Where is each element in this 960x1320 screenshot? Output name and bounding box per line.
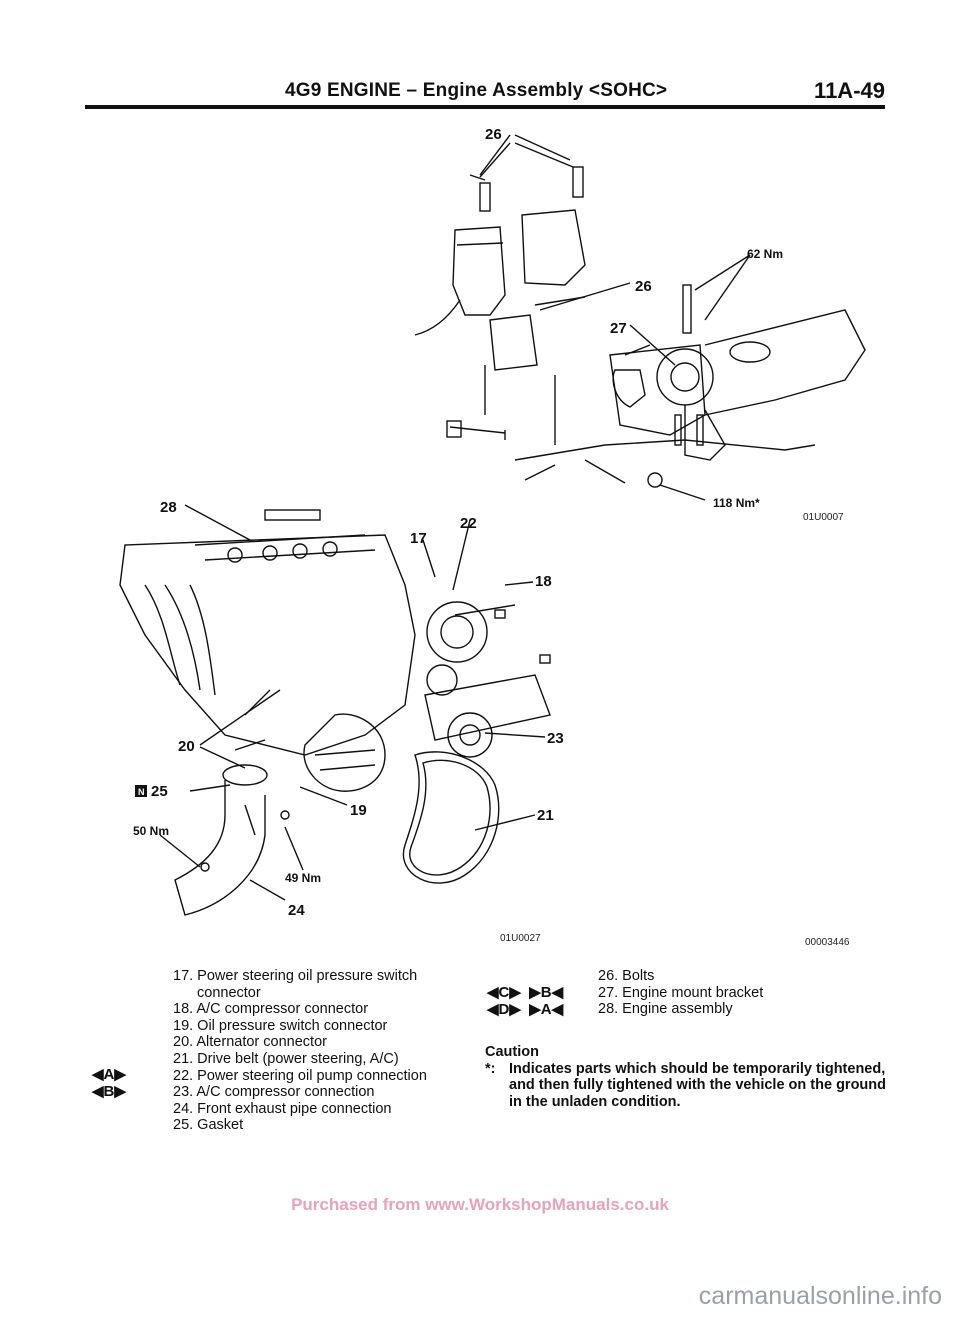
service-mark-d: ◀D▶ — [487, 1000, 521, 1018]
page-header: 4G9 ENGINE – Engine Assembly <SOHC> 11A-… — [85, 78, 885, 110]
service-marks-right: ◀C▶ ▶B◀ ◀D▶ ▶A◀ — [487, 984, 564, 1018]
new-part-mark-icon — [135, 785, 147, 797]
legend-item: 25. Gasket — [173, 1117, 244, 1134]
torque-62: 62 Nm — [747, 247, 783, 261]
legend-item: 27. Engine mount bracket — [598, 984, 764, 1001]
callout-24: 24 — [288, 902, 305, 919]
caution-star: *: — [485, 1060, 496, 1077]
callout-18: 18 — [535, 573, 552, 590]
leader-lines — [159, 142, 751, 901]
service-mark-c: ◀C▶ — [487, 984, 521, 1001]
callout-28: 28 — [160, 499, 177, 516]
service-mark-b: ◀B▶ — [92, 1082, 126, 1100]
service-mark-b-rev: ▶B◀ — [529, 984, 564, 1001]
new-part-mark-letter: N — [138, 787, 145, 797]
service-mark-a: ◀A▶ — [92, 1066, 126, 1083]
legend-left: 17. Power steering oil pressure switch c… — [173, 968, 427, 1134]
caution-text: Indicates parts which should be temporar… — [509, 1060, 886, 1110]
legend-item: 24. Front exhaust pipe connection — [173, 1100, 392, 1117]
callout-19: 19 — [350, 802, 367, 819]
legend-item: 28. Engine assembly — [598, 1001, 733, 1018]
callout-21: 21 — [537, 807, 554, 824]
figure-code-upper: 01U0007 — [803, 512, 844, 523]
caution-note: Caution *: Indicates parts which should … — [485, 1044, 895, 1110]
callout-25: 25 — [151, 783, 168, 800]
legend-item: connector — [197, 984, 261, 1001]
legend-item: 26. Bolts — [598, 968, 655, 984]
service-marks-left: ◀A▶ ◀B▶ — [92, 1066, 126, 1100]
legend-right: 26. Bolts 27. Engine mount bracket 28. E… — [598, 968, 763, 1018]
torque-49: 49 Nm — [285, 871, 321, 885]
torque-50: 50 Nm — [133, 824, 169, 838]
legend-item: 18. A/C compressor connector — [173, 1001, 369, 1018]
header-rule — [85, 105, 885, 109]
figure-code-page: 00003446 — [805, 937, 850, 948]
service-mark-a-rev: ▶A◀ — [529, 1000, 564, 1018]
engine-block-drawing — [119, 509, 551, 916]
callout-20: 20 — [178, 738, 195, 755]
legend-item: 20. Alternator connector — [173, 1034, 327, 1051]
legend-item: 22. Power steering oil pump connection — [173, 1067, 427, 1084]
callout-26-mid: 26 — [635, 278, 652, 295]
page-number: 11A-49 — [814, 78, 885, 103]
callout-23: 23 — [547, 730, 564, 747]
legend-item: 23. A/C compressor connection — [173, 1084, 375, 1101]
callout-17: 17 — [410, 530, 427, 547]
mount-assembly-drawing — [414, 134, 866, 488]
legend-item: 19. Oil pressure switch connector — [173, 1017, 388, 1034]
callout-27: 27 — [610, 320, 627, 337]
torque-118: 118 Nm* — [713, 496, 760, 510]
legend-item: 17. Power steering oil pressure switch — [173, 968, 418, 984]
engine-assembly-diagram: 26 26 27 62 Nm 118 Nm* 28 17 22 18 20 23… — [119, 126, 866, 948]
watermark: carmanualsonline.info — [698, 1282, 942, 1310]
legend-item: 21. Drive belt (power steering, A/C) — [173, 1050, 399, 1067]
caution-heading: Caution — [485, 1044, 539, 1060]
callout-22: 22 — [460, 515, 477, 532]
figure-code-lower: 01U0027 — [500, 933, 541, 944]
page-title: 4G9 ENGINE – Engine Assembly <SOHC> — [285, 80, 668, 101]
callout-26-top: 26 — [485, 126, 502, 143]
footer-link[interactable]: Purchased from www.WorkshopManuals.co.uk — [291, 1195, 669, 1214]
